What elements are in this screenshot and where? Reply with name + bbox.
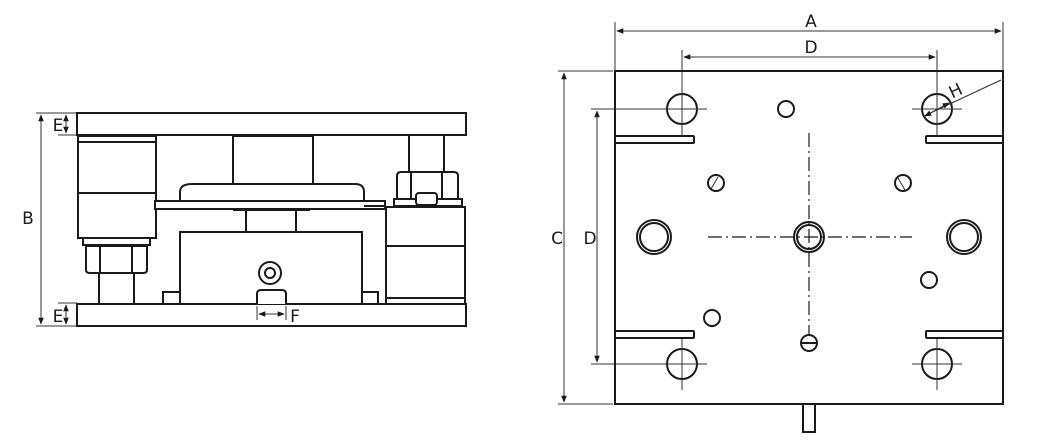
- bottom-plate: [76, 303, 467, 327]
- dimension-h: H: [923, 79, 1002, 117]
- label-e-bottom: E: [53, 307, 64, 327]
- left-column: [77, 135, 157, 304]
- label-b: B: [22, 209, 34, 229]
- dimension-d-left: D: [583, 108, 660, 365]
- label-f: F: [290, 307, 300, 327]
- plate-slots: [615, 135, 1003, 339]
- top-plate: [76, 112, 467, 136]
- load-button: [154, 135, 386, 232]
- label-e-top: E: [53, 116, 64, 136]
- side-view: B E E: [22, 112, 467, 327]
- dimension-a: A: [614, 12, 1004, 70]
- right-column: [364, 135, 466, 305]
- top-view: A D C D: [551, 12, 1004, 433]
- dimension-f: F: [256, 306, 300, 327]
- dimension-b: B: [22, 112, 77, 327]
- dimension-e-bottom: E: [53, 302, 77, 327]
- label-c: C: [551, 229, 563, 249]
- dimension-e-top: E: [53, 114, 77, 136]
- label-a: A: [805, 12, 817, 32]
- centerlines: [708, 133, 912, 335]
- cable-stub: [802, 403, 816, 433]
- label-d-left: D: [583, 229, 596, 249]
- load-cell-body: [162, 231, 379, 305]
- dimension-c: C: [551, 70, 613, 405]
- dimension-d-top: D: [681, 38, 938, 92]
- small-holes: [703, 100, 938, 352]
- mounting-holes: [657, 84, 962, 390]
- label-d-top: D: [804, 38, 817, 58]
